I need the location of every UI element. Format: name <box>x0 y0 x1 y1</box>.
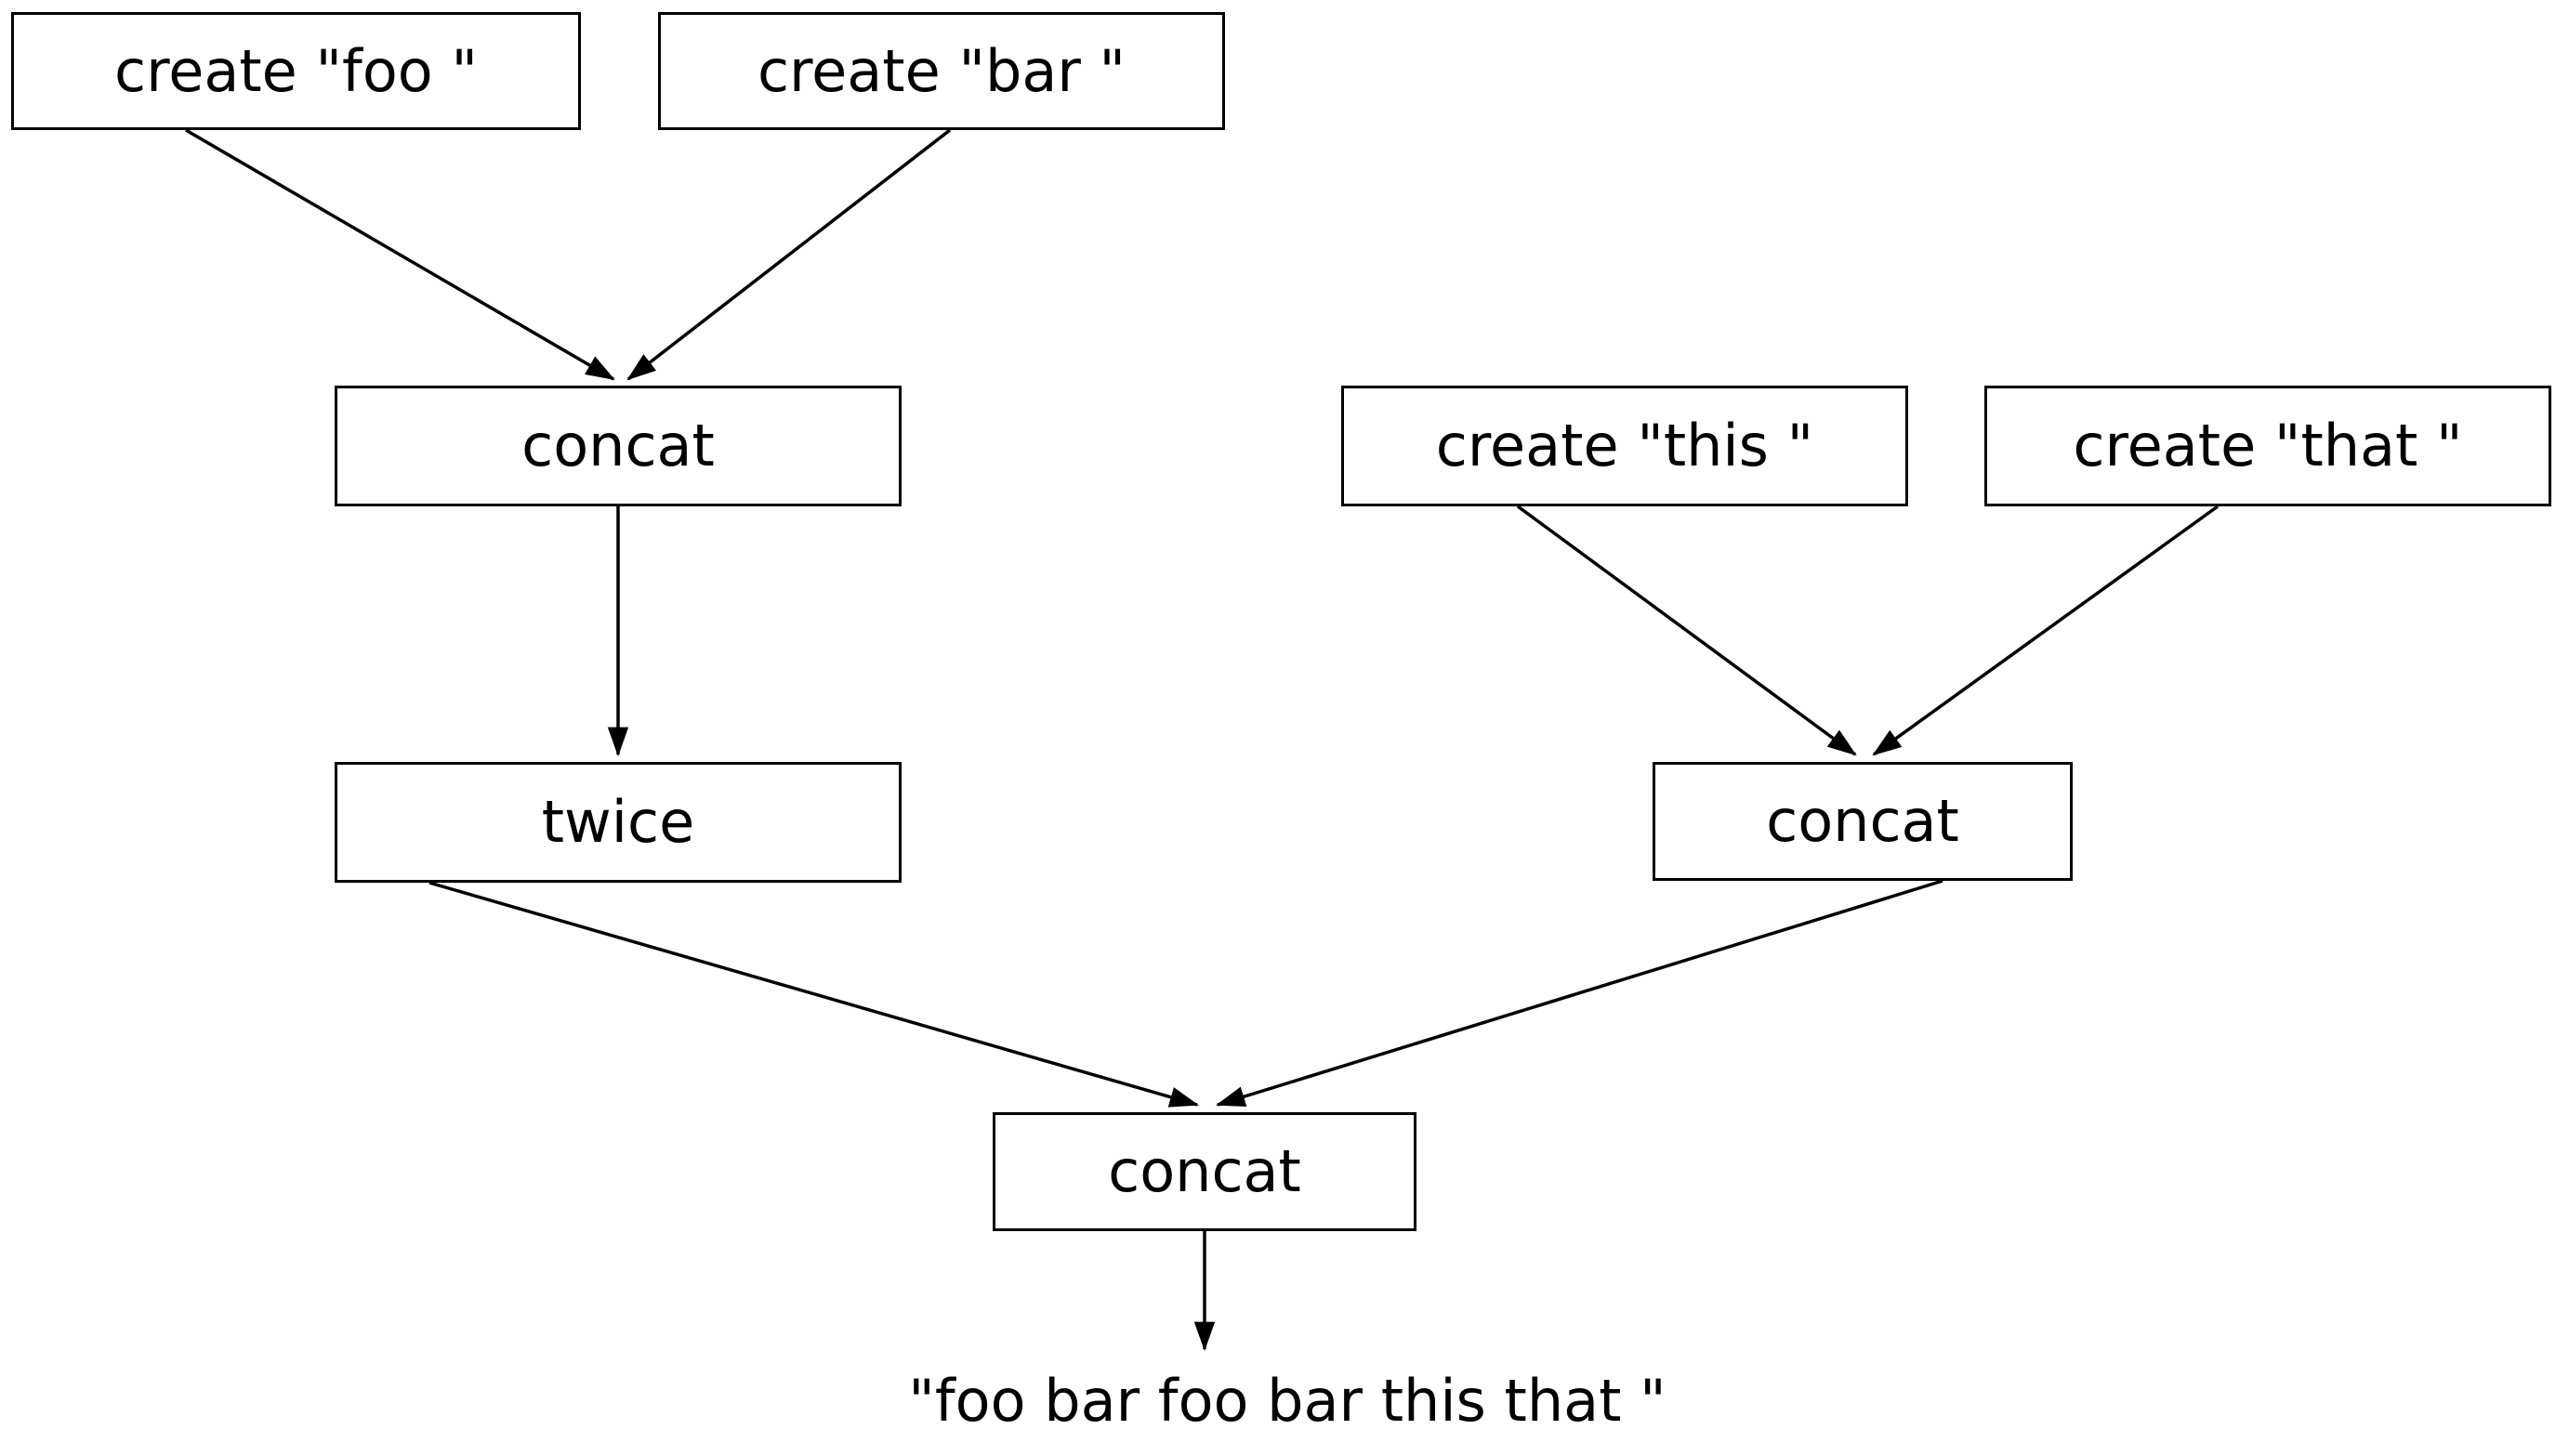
edge-twice-to-concat-bottom <box>428 881 1200 1108</box>
edge-create-foo-to-concat-left <box>185 128 615 381</box>
node-create-that[interactable]: create "that " <box>1984 386 2551 506</box>
node-create-that-label: create "that " <box>2073 412 2463 479</box>
node-result-text: "foo bar foo bar this that " <box>781 1362 1794 1440</box>
node-twice-label: twice <box>541 788 695 856</box>
node-create-bar-label: create "bar " <box>757 36 1126 105</box>
node-concat-left-label: concat <box>521 412 715 479</box>
node-concat-left[interactable]: concat <box>335 386 902 506</box>
edge-create-that-to-concat-right <box>1872 505 2220 756</box>
node-create-this-label: create "this " <box>1435 412 1814 479</box>
node-twice[interactable]: twice <box>335 762 902 883</box>
edge-create-this-to-concat-right <box>1516 505 1857 756</box>
edge-concat-right-to-concat-bottom <box>1215 879 1943 1108</box>
node-concat-right-label: concat <box>1766 787 1959 855</box>
edge-create-bar-to-concat-left <box>626 128 952 381</box>
node-create-this[interactable]: create "this " <box>1341 386 1908 506</box>
node-create-foo-label: create "foo " <box>114 36 478 105</box>
node-concat-right[interactable]: concat <box>1653 762 2073 881</box>
node-concat-bottom-label: concat <box>1108 1137 1301 1205</box>
result-text-label: "foo bar foo bar this that " <box>908 1367 1667 1435</box>
node-create-bar[interactable]: create "bar " <box>658 12 1225 130</box>
node-concat-bottom[interactable]: concat <box>993 1112 1416 1231</box>
node-create-foo[interactable]: create "foo " <box>11 12 581 130</box>
